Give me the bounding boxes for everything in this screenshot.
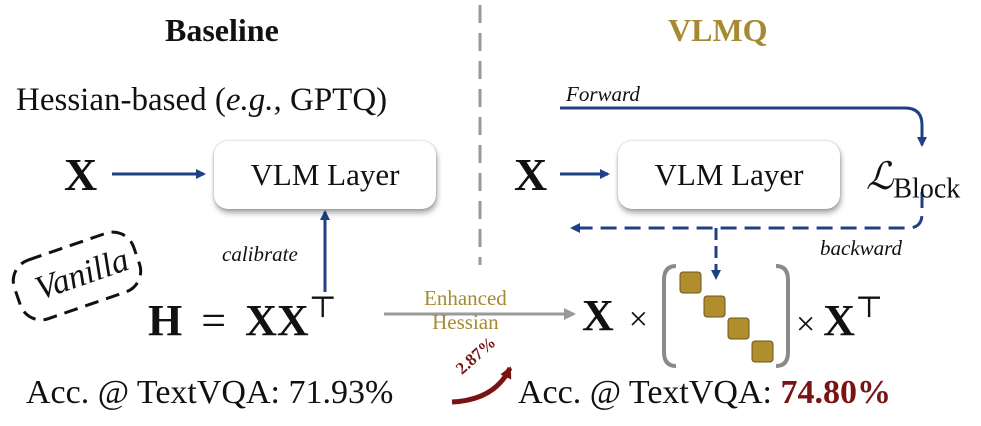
- hessian-transpose: ⊤: [308, 291, 337, 324]
- calibrate-label: calibrate: [222, 242, 298, 266]
- vanilla-badge-outline: [11, 230, 143, 322]
- baseline-input-x: X: [64, 149, 98, 200]
- loss-symbol: ℒ: [866, 156, 894, 198]
- matrix-left-bracket: [662, 264, 677, 368]
- forward-label: Forward: [566, 82, 640, 106]
- hessian-lhs: H: [148, 296, 183, 345]
- times-left: ×: [628, 301, 648, 338]
- enhanced-label-line1: Enhanced: [424, 286, 507, 310]
- baseline-accuracy: Acc. @ TextVQA: 71.93%: [26, 374, 394, 411]
- matrix-block-2: [703, 295, 726, 318]
- enhanced-label-line2: Hessian: [432, 310, 499, 334]
- product-transpose: ⊤: [854, 291, 884, 324]
- product-right-x: X: [823, 296, 855, 345]
- baseline-vlm-layer: VLM Layer: [214, 141, 436, 209]
- hessian-rhs: XX: [245, 296, 309, 345]
- backward-arrow: [570, 192, 924, 233]
- vlmq-accuracy-prefix: Acc. @ TextVQA:: [518, 374, 781, 411]
- hessian-equation: H = XX⊤: [148, 290, 337, 346]
- matrix-block-4: [751, 340, 774, 363]
- loss-subscript: Block: [893, 173, 961, 205]
- product-left: X ×: [582, 290, 648, 341]
- baseline-subtitle: Hessian-based (e.g., GPTQ): [16, 82, 387, 119]
- vlmq-layer-label: VLM Layer: [654, 157, 804, 192]
- times-right: ×: [796, 306, 816, 343]
- product-left-x: X: [582, 291, 614, 340]
- product-right: ×X⊤: [796, 290, 883, 346]
- gain-arrow: [451, 366, 513, 405]
- vlmq-vlm-layer: VLM Layer: [618, 141, 840, 209]
- vlmq-accuracy: Acc. @ TextVQA: 74.80%: [518, 374, 891, 412]
- block-loss: ℒBlock: [866, 154, 960, 206]
- hessian-eq: =: [201, 296, 227, 345]
- matrix-right-bracket: [775, 264, 790, 368]
- vlmq-title: VLMQ: [668, 12, 768, 48]
- subtitle-suffix: , GPTQ): [273, 82, 388, 118]
- subtitle-prefix: Hessian-based (: [16, 82, 226, 118]
- forward-arrow: [560, 106, 927, 147]
- matrix-block-3: [727, 317, 750, 340]
- baseline-layer-label: VLM Layer: [250, 157, 400, 192]
- backward-label: backward: [820, 236, 903, 260]
- enhanced-hessian-label: Enhanced Hessian: [424, 286, 507, 334]
- matrix-block-1: [679, 271, 702, 294]
- subtitle-eg: e.g.: [225, 82, 274, 118]
- vlmq-accuracy-value: 74.80%: [780, 374, 891, 411]
- baseline-title: Baseline: [165, 12, 279, 48]
- vlmq-input-x: X: [514, 149, 548, 200]
